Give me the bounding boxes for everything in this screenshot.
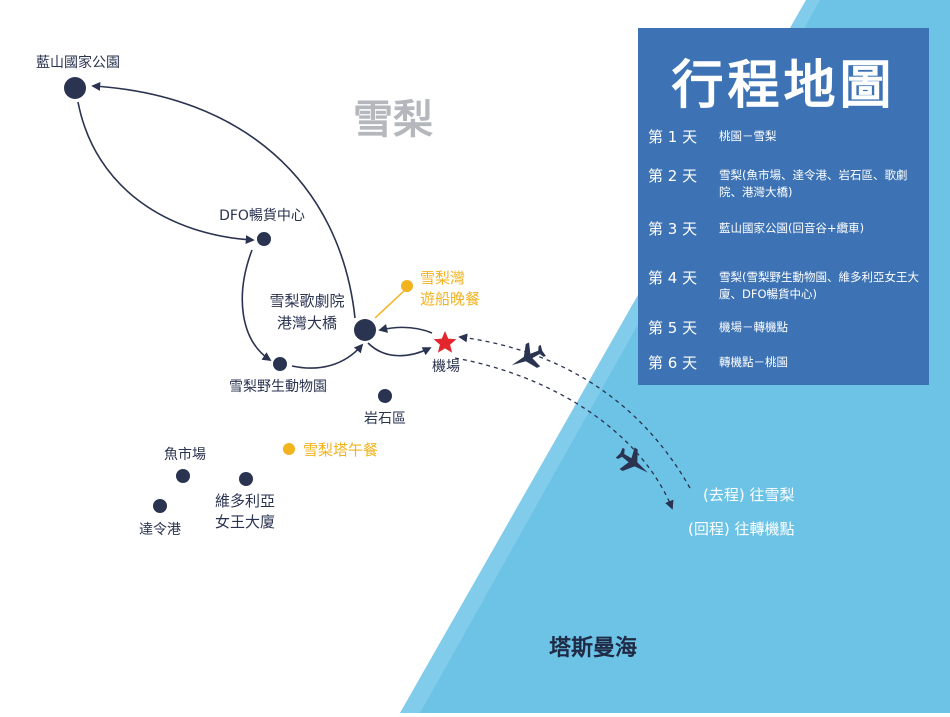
dfo-label: DFO暢貨中心 <box>219 207 305 224</box>
opera-house-label: 雪梨歌劇院 <box>269 292 344 310</box>
day-description: 機場－轉機點 <box>719 320 788 334</box>
tower-lunch-label: 雪梨塔午餐 <box>303 441 378 459</box>
fish-market-label: 魚市場 <box>164 446 206 463</box>
outbound-flight-label: (去程) 往雪梨 <box>703 486 794 504</box>
airport-label: 機場 <box>432 359 460 375</box>
panel-title: 行程地圖 <box>671 56 896 116</box>
harbour-bridge-label: 港灣大橋 <box>277 314 337 332</box>
route-bluemountains-to-dfo <box>77 101 255 245</box>
qvb-label-line2: 女王大廈 <box>215 513 275 531</box>
darling-harbour-label: 達令港 <box>139 522 181 538</box>
day-description: 轉機點－桃園 <box>719 355 788 369</box>
blue-mountains-label: 藍山國家公園 <box>36 54 120 71</box>
blue-mountains-node[interactable] <box>64 77 86 99</box>
tower-lunch-node[interactable] <box>283 443 295 455</box>
harbour-cruise-label-line2: 遊船晚餐 <box>420 290 480 308</box>
cruise-connector <box>374 290 405 319</box>
day-label: 第 4 天 <box>648 269 698 287</box>
airplane-icon <box>615 447 648 473</box>
rocks-label: 岩石區 <box>364 411 406 427</box>
airplane-icon <box>511 342 546 368</box>
day-label: 第 1 天 <box>648 128 698 146</box>
rocks-node[interactable] <box>378 389 392 403</box>
itinerary-panel: 行程地圖 第 1 天 桃園－雪梨 第 2 天 雪梨(魚市場、達令港、岩石區、歌劇… <box>638 28 929 385</box>
harbour-cruise-label-line1: 雪梨灣 <box>420 269 465 287</box>
harbour-cruise-node[interactable] <box>401 280 413 292</box>
qvb-label-line1: 維多利亞 <box>215 492 275 510</box>
day-description: 雪梨(魚市場、達令港、岩石區、歌劇院、港灣大橋) <box>719 168 908 199</box>
flight-path-return <box>454 357 674 510</box>
day-description: 桃園－雪梨 <box>719 129 777 143</box>
opera-house-node[interactable] <box>354 319 376 341</box>
route-opera-to-airport <box>367 342 432 357</box>
route-opera-to-bluemountains <box>91 81 356 319</box>
star-icon[interactable] <box>433 331 457 353</box>
route-dfo-to-wildlife <box>241 249 272 361</box>
wildlife-zoo-node[interactable] <box>273 357 287 371</box>
fish-market-node[interactable] <box>176 469 190 483</box>
day-description: 雪梨(雪梨野生動物園、維多利亞女王大廈、DFO暢貨中心) <box>719 270 919 301</box>
day-label: 第 6 天 <box>648 354 698 372</box>
return-flight-label: (回程) 往轉機點 <box>688 520 794 538</box>
wildlife-zoo-label: 雪梨野生動物園 <box>229 379 327 395</box>
sea-label: 塔斯曼海 <box>549 635 637 661</box>
route-wildlife-to-opera <box>291 343 364 369</box>
day-label: 第 5 天 <box>648 319 698 337</box>
day-label: 第 3 天 <box>648 220 698 238</box>
day-label: 第 2 天 <box>648 167 698 185</box>
dfo-node[interactable] <box>257 232 271 246</box>
qvb-node[interactable] <box>239 472 253 486</box>
darling-harbour-node[interactable] <box>153 499 167 513</box>
day-description: 藍山國家公園(回音谷+纜車) <box>719 221 865 235</box>
route-airport-to-opera <box>378 324 433 334</box>
region-label: 雪梨 <box>353 97 433 143</box>
